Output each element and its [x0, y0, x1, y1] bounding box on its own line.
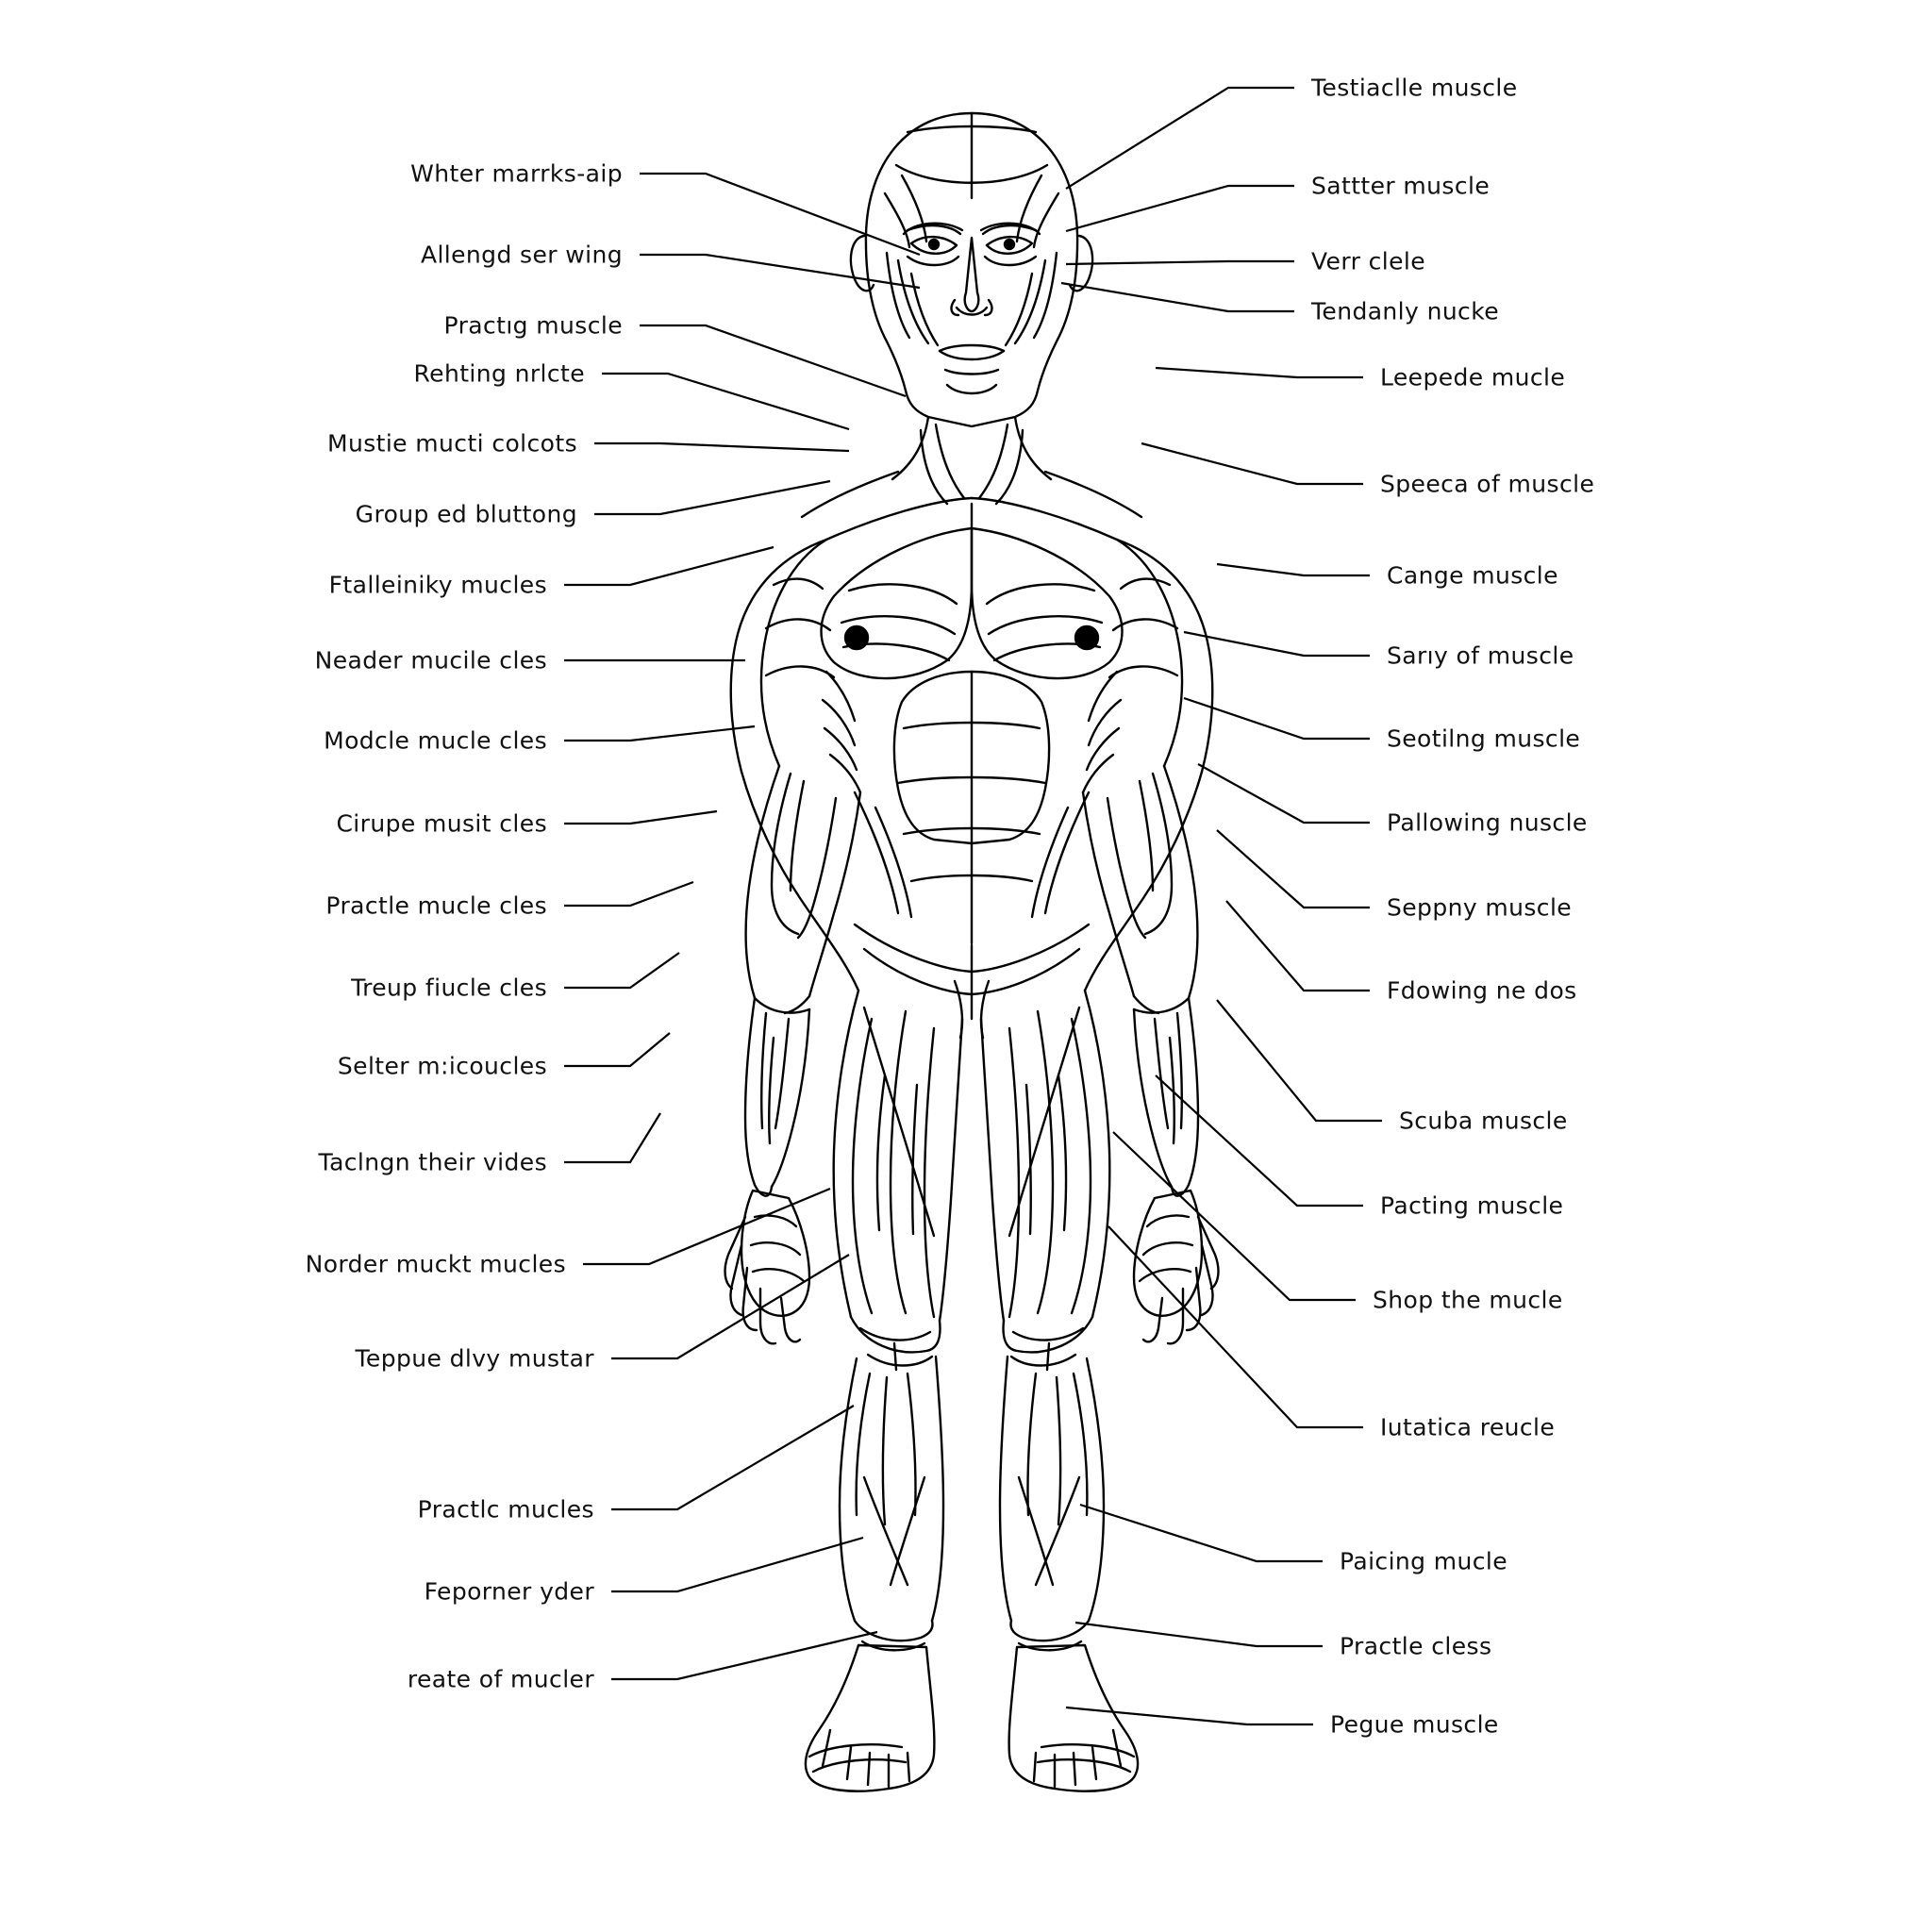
- label-right-9: Pallowing nuscle: [1387, 808, 1588, 837]
- leader-line-left-11: [564, 952, 680, 990]
- leader-line-right-2: [1065, 259, 1294, 266]
- left-leg-group: [804, 989, 964, 1792]
- leader-line-left-10: [564, 880, 694, 908]
- label-left-17: Feporner yder: [424, 1577, 594, 1606]
- label-left-0: Whter marrks-aip: [410, 159, 623, 188]
- label-left-1: Allengd ser wing: [420, 241, 623, 269]
- leader-line-left-15: [611, 1254, 850, 1360]
- label-left-10: Practle mucle cles: [325, 891, 547, 920]
- leader-line-left-5: [594, 479, 831, 516]
- label-left-13: Taclngn their vides: [318, 1148, 547, 1176]
- leader-line-right-14: [1112, 1131, 1356, 1302]
- label-right-18: Pegue muscle: [1330, 1710, 1499, 1739]
- label-right-15: Iutatica reucle: [1380, 1413, 1556, 1441]
- leader-line-right-1: [1065, 184, 1294, 233]
- leader-line-right-13: [1155, 1074, 1363, 1208]
- label-left-16: Practlc mucles: [417, 1495, 594, 1524]
- label-left-12: Selter m:icoucles: [337, 1052, 547, 1080]
- leader-line-left-18: [611, 1630, 878, 1681]
- leader-line-left-6: [564, 545, 774, 587]
- leader-line-left-14: [583, 1187, 831, 1266]
- label-left-11: Treup fiucle cles: [351, 974, 547, 1002]
- label-right-6: Cange muscle: [1387, 561, 1558, 590]
- leader-line-right-8: [1183, 696, 1370, 741]
- label-right-14: Shop the mucle: [1373, 1286, 1563, 1314]
- leader-line-left-8: [564, 724, 756, 742]
- label-right-7: Sarıy of muscle: [1387, 641, 1574, 670]
- leader-line-right-7: [1183, 630, 1370, 658]
- leader-line-left-9: [564, 809, 718, 825]
- leader-line-left-4: [594, 441, 850, 453]
- leader-line-right-18: [1065, 1706, 1313, 1726]
- leader-line-right-16: [1079, 1503, 1323, 1563]
- label-left-15: Teppue dlvy mustar: [355, 1344, 594, 1373]
- leader-line-left-2: [640, 324, 907, 398]
- label-left-4: Mustie mucti colcots: [326, 429, 577, 458]
- label-right-13: Pacting muscle: [1380, 1191, 1564, 1220]
- leader-line-right-15: [1108, 1225, 1363, 1429]
- leader-line-right-9: [1197, 763, 1370, 824]
- leader-lines-group: [564, 86, 1382, 1726]
- leader-line-right-6: [1216, 562, 1370, 577]
- leader-line-left-0: [640, 172, 921, 257]
- label-right-10: Seppny muscle: [1387, 893, 1573, 922]
- label-left-18: reate of mucler: [407, 1665, 594, 1693]
- leader-line-right-17: [1074, 1621, 1323, 1648]
- leader-line-left-1: [640, 253, 921, 290]
- torso-group: [729, 526, 1214, 1040]
- label-left-9: Cirupe musit cles: [336, 809, 547, 838]
- label-right-0: Testiaclle muscle: [1311, 74, 1518, 102]
- label-left-6: Ftalleiniky mucles: [328, 571, 547, 599]
- label-left-3: Rehting nrlcte: [413, 359, 585, 388]
- right-leg-group: [979, 989, 1140, 1792]
- leader-line-right-5: [1141, 441, 1363, 486]
- label-right-2: Verr clele: [1311, 247, 1426, 275]
- label-left-8: Modcle mucle cles: [324, 726, 547, 755]
- label-right-1: Sattter muscle: [1311, 172, 1491, 200]
- leader-line-left-13: [564, 1112, 661, 1164]
- label-right-11: Fdowing ne dos: [1387, 976, 1577, 1005]
- label-right-17: Practle cless: [1340, 1632, 1492, 1660]
- label-left-2: Practıg muscle: [443, 311, 623, 340]
- leader-line-right-4: [1155, 366, 1363, 379]
- left-arm-group: [724, 764, 862, 1345]
- label-right-4: Leepede mucle: [1380, 363, 1566, 391]
- leader-line-left-3: [602, 372, 850, 431]
- leader-line-left-16: [611, 1405, 855, 1511]
- leader-line-right-10: [1216, 829, 1370, 909]
- label-left-14: Norder muckt mucles: [305, 1250, 566, 1278]
- neck-group: [800, 415, 1143, 541]
- label-right-16: Paicing mucle: [1340, 1547, 1508, 1575]
- label-right-3: Tendanly nucke: [1311, 297, 1499, 325]
- label-right-12: Scuba muscle: [1399, 1107, 1568, 1135]
- label-right-5: Speeca of muscle: [1380, 470, 1595, 498]
- leader-line-right-12: [1216, 999, 1382, 1123]
- leader-line-right-3: [1060, 281, 1294, 313]
- leader-line-right-11: [1225, 900, 1370, 992]
- leader-line-right-0: [1065, 86, 1294, 190]
- label-left-5: Group ed bluttong: [355, 500, 577, 528]
- label-left-7: Neader mucile cles: [314, 646, 547, 675]
- leader-line-left-12: [564, 1032, 671, 1068]
- head-group: [849, 111, 1094, 428]
- label-right-8: Seotilng muscle: [1387, 724, 1581, 753]
- leader-line-left-17: [611, 1536, 864, 1593]
